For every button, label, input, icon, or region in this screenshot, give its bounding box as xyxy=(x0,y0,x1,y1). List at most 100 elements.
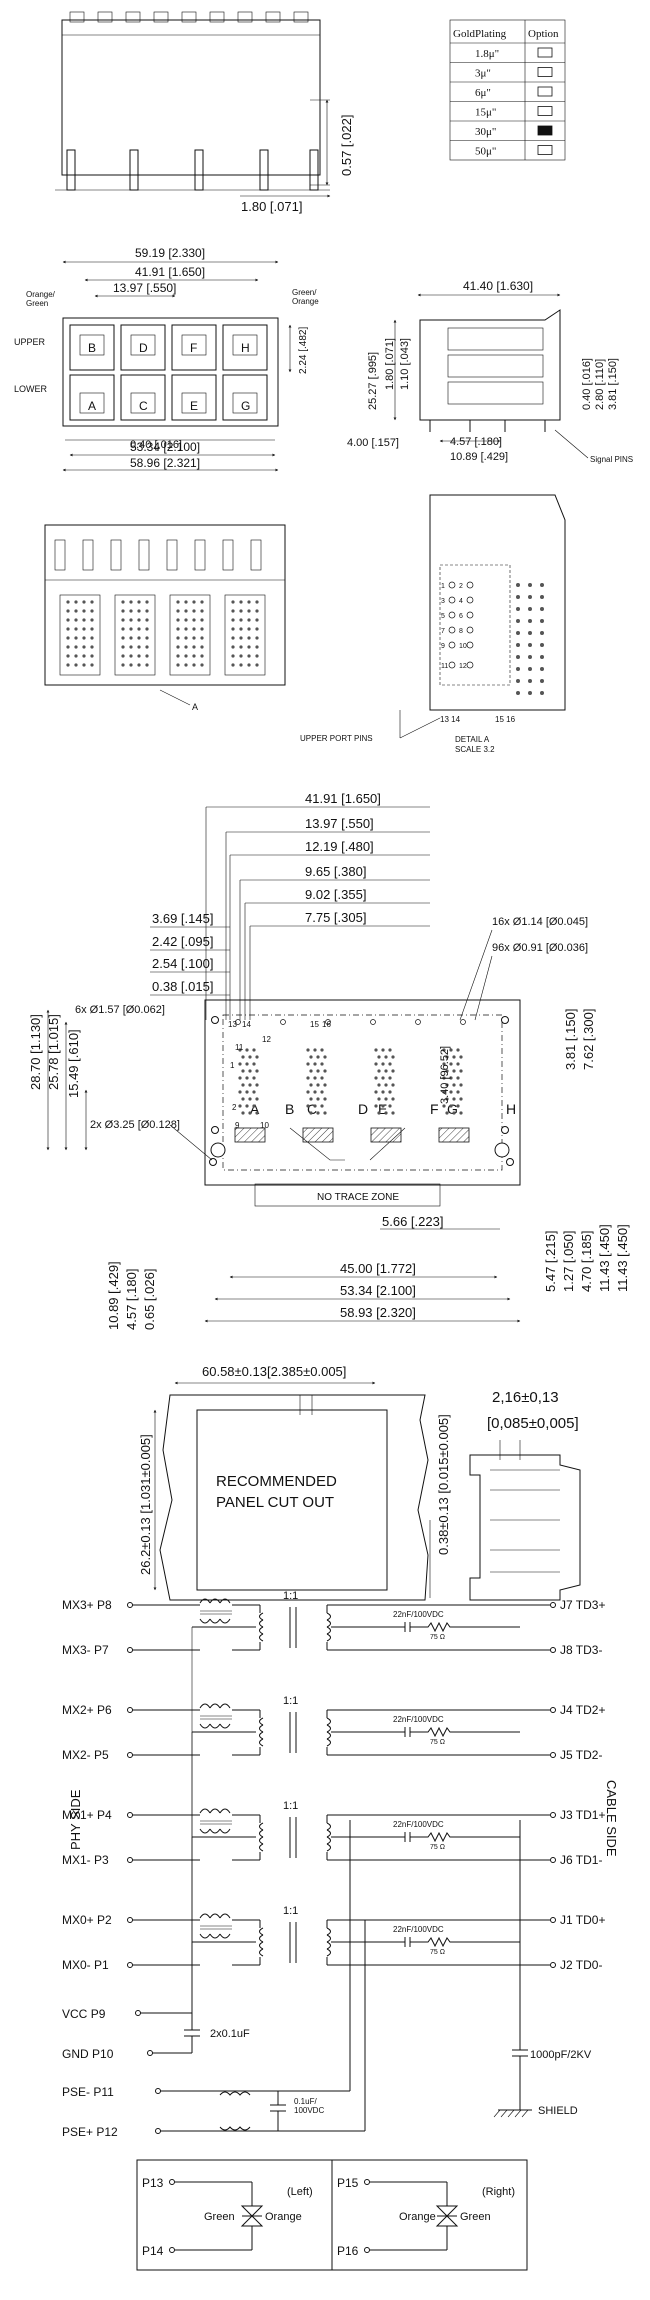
no-trace-zone: NO TRACE ZONE xyxy=(317,1192,399,1203)
side-h-dim: 3.81 [.150] xyxy=(607,358,619,410)
cap-label: 22nF/100VDC xyxy=(393,1610,444,1619)
top-tab xyxy=(259,149,269,191)
phy-pin-label: MX3+ P8 xyxy=(62,1598,112,1612)
detail-pin-num: 10 xyxy=(459,643,467,650)
panel-height-dim: 26.2±0.13 [1.031±0.005] xyxy=(138,1434,153,1575)
plating-option-box xyxy=(537,67,553,77)
side-view: 41.40 [1.630] 25.27 [.995] 1.80 [.071] 1… xyxy=(347,279,633,464)
front-port-lower xyxy=(69,374,115,421)
front-port-lower xyxy=(120,374,166,421)
led-right-label: Green/Orange xyxy=(292,288,319,306)
phy-pin-label: MX1- P3 xyxy=(62,1853,109,1867)
fp-pin-num: 10 xyxy=(260,1121,269,1130)
led-pin-top: P15 xyxy=(337,2176,359,2190)
side-length-dim: 41.40 [1.630] xyxy=(463,279,533,293)
detail-pin-bottom: 13 14 xyxy=(440,715,461,724)
fp-pin-num: 1 xyxy=(230,1061,235,1070)
led-side-label: (Left) xyxy=(287,2186,313,2198)
side-f-dim: 0.40 [.016] xyxy=(581,358,593,410)
front-port-upper xyxy=(69,324,115,371)
front-port-upper xyxy=(120,324,166,371)
signal-pins-label: Signal PINS xyxy=(590,455,633,464)
side-b-dim: 1.10 [.043] xyxy=(399,338,411,390)
panel-width-dim: 60.58±0.13[2.385±0.005] xyxy=(202,1364,346,1379)
detail-pin-num: 11 xyxy=(441,663,448,670)
led-color-1: Orange xyxy=(399,2211,436,2223)
fp-port-letter: G xyxy=(447,1101,458,1117)
fp-bottom-left-dim: 4.57 [.180] xyxy=(124,1269,139,1330)
fp-top-dim: 12.19 [.480] xyxy=(305,839,374,854)
fp-left-top-dim: 3.69 [.145] xyxy=(152,911,213,926)
fp-port-letter: D xyxy=(358,1101,368,1117)
fp-port-letter: C xyxy=(307,1101,317,1117)
detail-pin-num: 5 xyxy=(441,613,445,620)
fp-top-dim: 9.02 [.355] xyxy=(305,887,366,902)
upper-label: UPPER xyxy=(14,337,46,347)
plating-row-label: 50μ" xyxy=(475,146,496,158)
phy-pin-label: MX0+ P2 xyxy=(62,1913,112,1927)
front-total-dim: 58.96 [2.321] xyxy=(130,456,200,470)
cap-label: 22nF/100VDC xyxy=(393,1925,444,1934)
detail-pin-num: 1 xyxy=(441,583,445,590)
cable-side-label: CABLE SIDE xyxy=(604,1780,619,1857)
side-c-dim: 4.00 [.157] xyxy=(347,437,399,449)
phy-side-label: PHY SIDE xyxy=(68,1789,83,1850)
detail-pin-num: 4 xyxy=(459,598,463,605)
hole-small-label: 6x Ø1.57 [Ø0.062] xyxy=(75,1004,165,1016)
fp-left-dim: 15.49 [.610] xyxy=(66,1029,81,1098)
top-latch xyxy=(69,11,85,23)
hole-16-label: 16x Ø1.14 [Ø0.045] xyxy=(492,916,588,928)
shield-cap-label: 1000pF/2KV xyxy=(530,2049,592,2061)
fp-right-dim: 5.47 [.215] xyxy=(543,1231,558,1292)
fp-port-letter: H xyxy=(506,1101,516,1117)
led-color-1: Green xyxy=(204,2211,235,2223)
fp-bottom-left-dim: 0.65 [.026] xyxy=(142,1269,157,1330)
fp-bottom-dim: 53.34 [2.100] xyxy=(340,1283,416,1298)
gnd-label: GND P10 xyxy=(62,2047,114,2061)
footprint-view: 41.91 [1.650]13.97 [.550]12.19 [.480]9.6… xyxy=(28,791,630,1330)
port-letter: G xyxy=(241,399,250,413)
port-letter: A xyxy=(88,399,96,413)
panel-title-1: RECOMMENDED xyxy=(216,1473,337,1490)
fp-bottom-left-dim: 10.89 [.429] xyxy=(106,1261,121,1330)
detail-scale: SCALE 3.2 xyxy=(455,745,495,754)
res-label: 75 Ω xyxy=(430,1634,445,1641)
fp-left-top-dim: 2.42 [.095] xyxy=(152,934,213,949)
side-a-dim: 1.80 [.071] xyxy=(384,338,396,390)
top-tab xyxy=(309,149,319,191)
upper-port-pins-label: UPPER PORT PINS xyxy=(300,734,373,743)
front-side-dim: 2.24 [.482] xyxy=(298,327,309,374)
cable-pin-label: J5 TD2- xyxy=(560,1748,602,1762)
top-latch xyxy=(181,11,197,23)
cable-pin-label: J6 TD1- xyxy=(560,1853,602,1867)
panel-offset-dim: 0.38±0.13 [0.015±0.005] xyxy=(436,1414,451,1555)
ratio-label: 1:1 xyxy=(283,1590,298,1602)
detail-pin-num: 8 xyxy=(459,628,463,635)
vcc-cap-label: 2x0.1uF xyxy=(210,2028,250,2040)
fp-pin-num: 13 xyxy=(228,1020,237,1029)
fp-left-top-dim: 2.54 [.100] xyxy=(152,956,213,971)
plating-row-label: 15μ" xyxy=(475,107,496,119)
cable-pin-label: J1 TD0+ xyxy=(560,1913,605,1927)
fp-pin-num: 16 xyxy=(322,1020,331,1029)
fp-pin-num: 12 xyxy=(262,1035,271,1044)
vcc-label: VCC P9 xyxy=(62,2007,106,2021)
top-latch xyxy=(97,11,113,23)
top-latch xyxy=(293,11,309,23)
port-letter: D xyxy=(139,341,148,355)
fp-pin-num: 11 xyxy=(235,1043,244,1052)
led-pin-top: P13 xyxy=(142,2176,164,2190)
fp-top-dim: 9.65 [.380] xyxy=(305,864,366,879)
plating-row-label: 6μ" xyxy=(475,87,491,99)
phy-pin-label: MX2- P5 xyxy=(62,1748,109,1762)
side-g-dim: 2.80 [.110] xyxy=(594,359,606,410)
top-latch xyxy=(209,11,225,23)
front-gap-dim: 0.40 [.016] xyxy=(130,439,182,451)
led-side-label: (Right) xyxy=(482,2186,515,2198)
cap-label: 22nF/100VDC xyxy=(393,1820,444,1829)
fp-bottom-dim: 45.00 [1.772] xyxy=(340,1261,416,1276)
shield-label: SHIELD xyxy=(538,2105,578,2117)
